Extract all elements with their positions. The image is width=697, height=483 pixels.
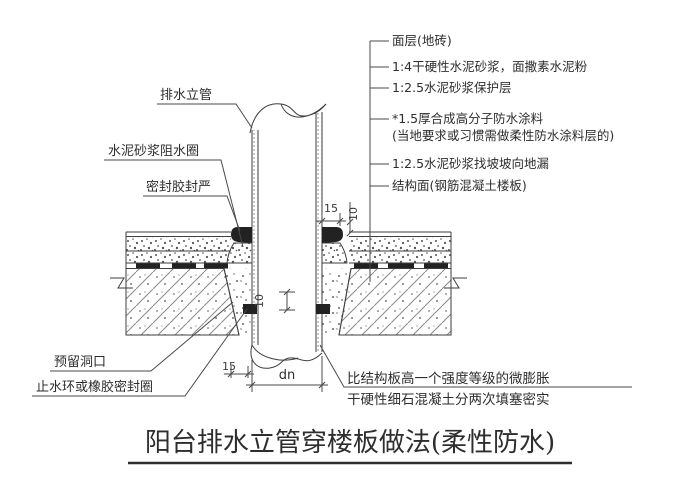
pipe-top-break-lens	[280, 103, 327, 118]
floor-left	[110, 231, 240, 336]
dimensions	[224, 202, 354, 392]
sealant-blob-left	[231, 227, 252, 243]
waterproof-membrane-right	[354, 263, 448, 269]
dim-text-dn: dn	[279, 368, 296, 383]
note-line1: 比结构板高一个强度等级的微膨胀	[347, 370, 550, 387]
dim15-top-ticks	[318, 217, 344, 225]
fill-left	[224, 268, 252, 335]
dimdn-ticks	[248, 381, 326, 389]
label-water-stop: 止水环或橡胶密封圈	[36, 379, 153, 395]
break-symbol-right	[444, 277, 467, 289]
drawing-title: 阳台排水立管穿楼板做法(柔性防水)	[145, 428, 555, 458]
callout-waterproof-coat-2: (当地要求或习惯需做柔性防水涂料层的)	[392, 128, 614, 143]
dim-text-15-top: 15	[324, 202, 338, 215]
callout-waterproof-coat: *1.5厚合成高分子防水涂料	[392, 111, 544, 126]
pipe-bottom-break-lens	[251, 344, 299, 361]
pipe-right-wall	[316, 112, 322, 352]
pipe-bottom-break	[250, 344, 323, 369]
dim-text-15-bottom: 15	[222, 360, 236, 373]
waterproof-membrane-left	[136, 263, 228, 269]
label-drain-pipe: 排水立管	[160, 88, 212, 103]
dim10-top-ticks	[346, 218, 354, 237]
label-sealant: 密封胶封严	[146, 179, 211, 195]
left-callouts: 排水立管 水泥砂浆阻水圈 密封胶封严 预留洞口 止水环或橡胶密封圈	[36, 88, 212, 395]
leader-reserved-hole	[50, 301, 234, 372]
concrete-slab-right	[338, 268, 452, 336]
hole-edge-right	[338, 268, 352, 336]
floor-right	[338, 231, 467, 336]
callout-slope-mortar: 1:2.5水泥砂浆找坡坡向地漏	[392, 156, 549, 171]
dimdn-ext	[251, 356, 323, 392]
dim10-mid-ticks	[283, 288, 291, 314]
callout-protect-layer: 1:2.5水泥砂浆保护层	[392, 80, 512, 95]
dim15-bottom-ticks	[227, 370, 252, 378]
leader-drain-pipe	[157, 103, 253, 129]
pipe-junction	[226, 227, 348, 314]
sealant-blob-right	[322, 227, 343, 243]
dim15-bottom-ext	[230, 366, 249, 378]
concrete-slab-left	[125, 268, 240, 336]
right-callout-leaders	[369, 40, 389, 282]
leader-sealant	[143, 195, 241, 232]
label-mortar-ring: 水泥砂浆阻水圈	[108, 144, 199, 159]
mortar-ring-left	[226, 242, 253, 264]
callout-dry-mortar: 1:4干硬性水泥砂浆，面撒素水泥粉	[392, 59, 588, 74]
dim-text-10-top: 10	[347, 207, 360, 221]
dim-text-10-mid: 10	[253, 294, 266, 308]
bottom-note: 比结构板高一个强度等级的微膨胀 干硬性细石混凝土分两次填塞密实	[319, 344, 632, 408]
title-block: 阳台排水立管穿楼板做法(柔性防水)	[128, 428, 572, 465]
leader-water-stop	[32, 308, 248, 397]
break-symbol-left	[110, 277, 133, 289]
callout-face-layer: 面层(地砖)	[392, 33, 452, 48]
dimension-texts: 15 10 10 15 dn	[222, 202, 360, 383]
dim15-top-ext	[321, 213, 341, 226]
callout-structure-face: 结构面(钢筋混凝土楼板)	[392, 178, 527, 193]
rubber-seal-ring-right	[316, 304, 330, 314]
pipe-left-wall	[252, 130, 258, 345]
leader-fill-note	[319, 344, 632, 388]
mortar-layer-right	[349, 236, 451, 263]
right-callouts: 面层(地砖) 1:4干硬性水泥砂浆，面撒素水泥粉 1:2.5水泥砂浆保护层 *1…	[392, 33, 614, 193]
note-line2: 干硬性细石混凝土分两次填塞密实	[347, 391, 550, 408]
mortar-layer-left	[126, 236, 231, 263]
mortar-ring-right	[321, 242, 348, 264]
left-callout-leaders	[32, 103, 253, 397]
expansion-fill	[223, 268, 352, 336]
label-reserved-hole: 预留洞口	[54, 355, 106, 370]
rubber-seal-ring-left	[243, 304, 257, 314]
fill-right	[322, 268, 351, 335]
